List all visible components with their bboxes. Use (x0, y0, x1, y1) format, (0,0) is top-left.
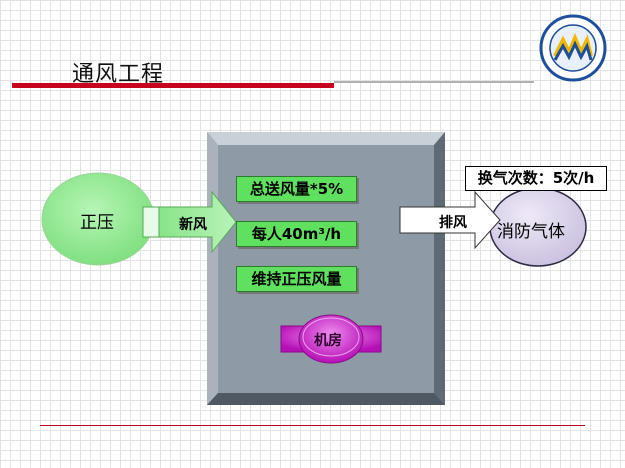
exhaust-arrow (399, 190, 501, 250)
room-item-positive-pressure: 维持正压风量 (236, 266, 357, 292)
slide-title: 通风工程 (72, 62, 165, 87)
title-underline (12, 83, 334, 88)
machine-room-button-shape (280, 314, 382, 364)
air-change-rate-box: 换气次数：5次/h (465, 166, 607, 191)
title-rule (334, 81, 534, 83)
room-item-per-person: 每人40m³/h (236, 221, 357, 247)
machine-room-label: 机房 (314, 333, 342, 349)
footer-rule (40, 425, 585, 426)
positive-pressure-label: 正压 (80, 213, 114, 233)
room-item-total-supply: 总送风量*5% (236, 176, 357, 202)
association-logo-icon (539, 14, 607, 82)
gas-fire-label: 消防气体 (497, 222, 565, 242)
exhaust-label: 排风 (439, 215, 467, 231)
fresh-air-label: 新风 (179, 217, 207, 233)
